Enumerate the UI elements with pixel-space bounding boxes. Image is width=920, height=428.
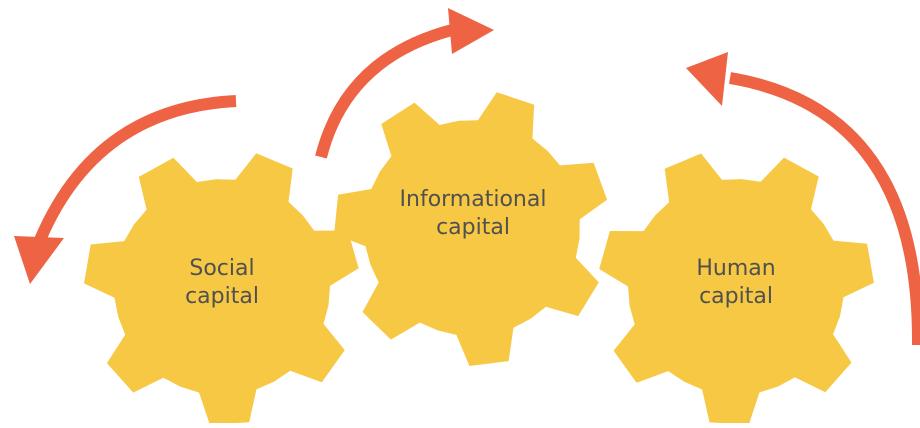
human-rotation-arrow <box>686 52 920 346</box>
informational-arrowhead-icon <box>448 8 494 54</box>
informational-capital-label: Informational capital <box>358 186 588 242</box>
social-arrowhead-icon <box>14 236 64 284</box>
informational-rotation-arrow <box>315 8 494 159</box>
human-capital-label: Human capital <box>666 255 806 311</box>
human-capital-label-line2: capital <box>699 284 773 309</box>
informational-capital-gear <box>334 92 608 366</box>
informational-capital-label-line1: Informational <box>399 187 547 212</box>
social-rotation-arrow <box>14 95 237 284</box>
gear-layer <box>84 92 874 423</box>
social-capital-label: Social capital <box>152 255 292 311</box>
social-capital-label-line1: Social <box>189 256 255 281</box>
human-capital-gear <box>599 153 874 423</box>
social-capital-label-line2: capital <box>185 284 259 309</box>
human-arrow-shaft <box>728 72 920 346</box>
human-arrowhead-icon <box>686 52 728 106</box>
informational-arrow-shaft <box>315 24 454 159</box>
human-capital-label-line1: Human <box>696 256 776 281</box>
social-capital-gear <box>84 153 359 423</box>
social-arrow-shaft <box>34 95 237 243</box>
arrow-layer <box>14 8 920 346</box>
informational-capital-label-line2: capital <box>436 215 510 240</box>
